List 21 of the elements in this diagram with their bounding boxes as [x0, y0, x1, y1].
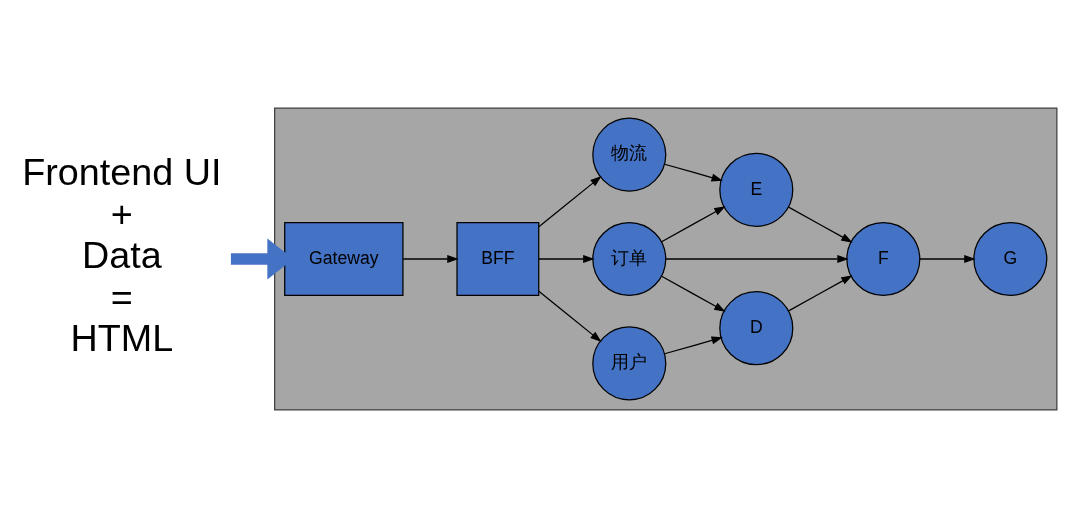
arrow	[663, 163, 723, 181]
arrow	[919, 254, 976, 263]
arrow	[788, 274, 853, 311]
node-text: Frontend UI + Data = HTML	[22, 150, 222, 359]
arrow	[665, 254, 849, 263]
node-circle: E	[719, 152, 794, 227]
arrow	[538, 254, 595, 263]
cluster	[274, 106, 1058, 411]
node-circle: F	[846, 221, 921, 296]
node-box: BFF	[456, 221, 540, 296]
arrow	[788, 206, 853, 243]
arrow	[661, 275, 726, 312]
node-box: Gateway	[284, 221, 404, 296]
arrow	[538, 290, 602, 342]
node-circle: D	[719, 290, 794, 365]
arrow	[538, 175, 602, 227]
arrow	[402, 254, 459, 263]
node-circle: 订单	[592, 221, 667, 296]
arrow	[661, 205, 726, 242]
node-circle: G	[973, 221, 1048, 296]
arrow	[663, 336, 723, 354]
